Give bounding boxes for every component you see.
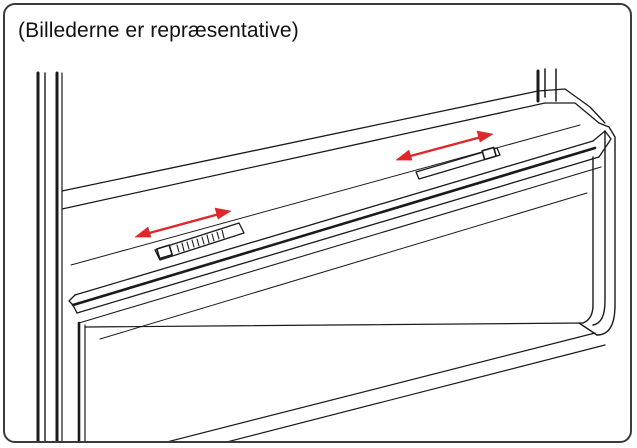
double-arrow-icon [134,207,232,238]
right-frame-post [536,68,557,103]
illustration-frame: (Billederne er repræsentative) [3,3,632,443]
left-frame-post [36,71,63,441]
caption-text: (Billederne er repræsentative) [18,19,299,42]
shelf-top-surface [61,88,606,210]
right-side-housing [578,122,616,336]
left-vent-slider [154,222,245,261]
drawer-front [77,321,606,441]
right-vent-slider [415,146,501,180]
cover-front-rim [68,130,612,324]
double-arrow-icon-right [395,130,494,161]
drawer-cover-illustration [36,68,616,441]
